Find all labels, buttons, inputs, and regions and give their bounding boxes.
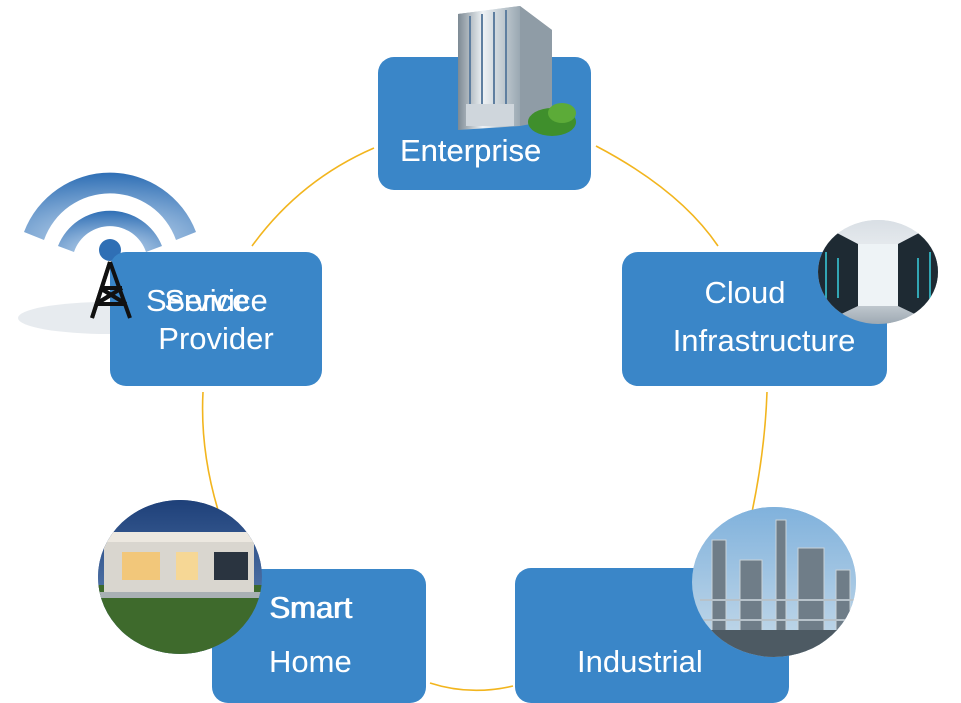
industrial-label: Industrial — [577, 644, 703, 679]
arc-provider-enterprise — [251, 147, 375, 247]
service-provider-label-overlay: Service — [146, 283, 250, 318]
node-cloud-infrastructure[interactable]: Cloud Infrastructure — [622, 252, 887, 386]
node-service-provider[interactable]: Service Provider — [110, 252, 322, 386]
cloud-label-line2: Infrastructure — [672, 323, 856, 358]
enterprise-label: Enterprise — [400, 133, 542, 168]
arc-home-provider — [201, 391, 219, 511]
smart-home-label-overlay: Smart — [270, 590, 353, 625]
connection-ring — [201, 145, 768, 692]
service-provider-label-line2: Provider — [158, 321, 274, 356]
enterprise-label-overlay: Enterprise — [400, 133, 542, 168]
arc-enterprise-cloud — [595, 145, 719, 247]
node-industrial[interactable]: Industrial — [515, 568, 789, 703]
arc-cloud-industrial — [751, 391, 768, 513]
smart-home-label-line2: Home — [269, 644, 352, 679]
arc-industrial-home — [429, 682, 514, 692]
service-provider-label-line1: Service — [164, 283, 268, 318]
smart-home-label-line1: Smart — [269, 590, 352, 625]
node-enterprise[interactable]: Enterprise — [378, 57, 591, 190]
cloud-label-line1: Cloud — [704, 275, 786, 310]
